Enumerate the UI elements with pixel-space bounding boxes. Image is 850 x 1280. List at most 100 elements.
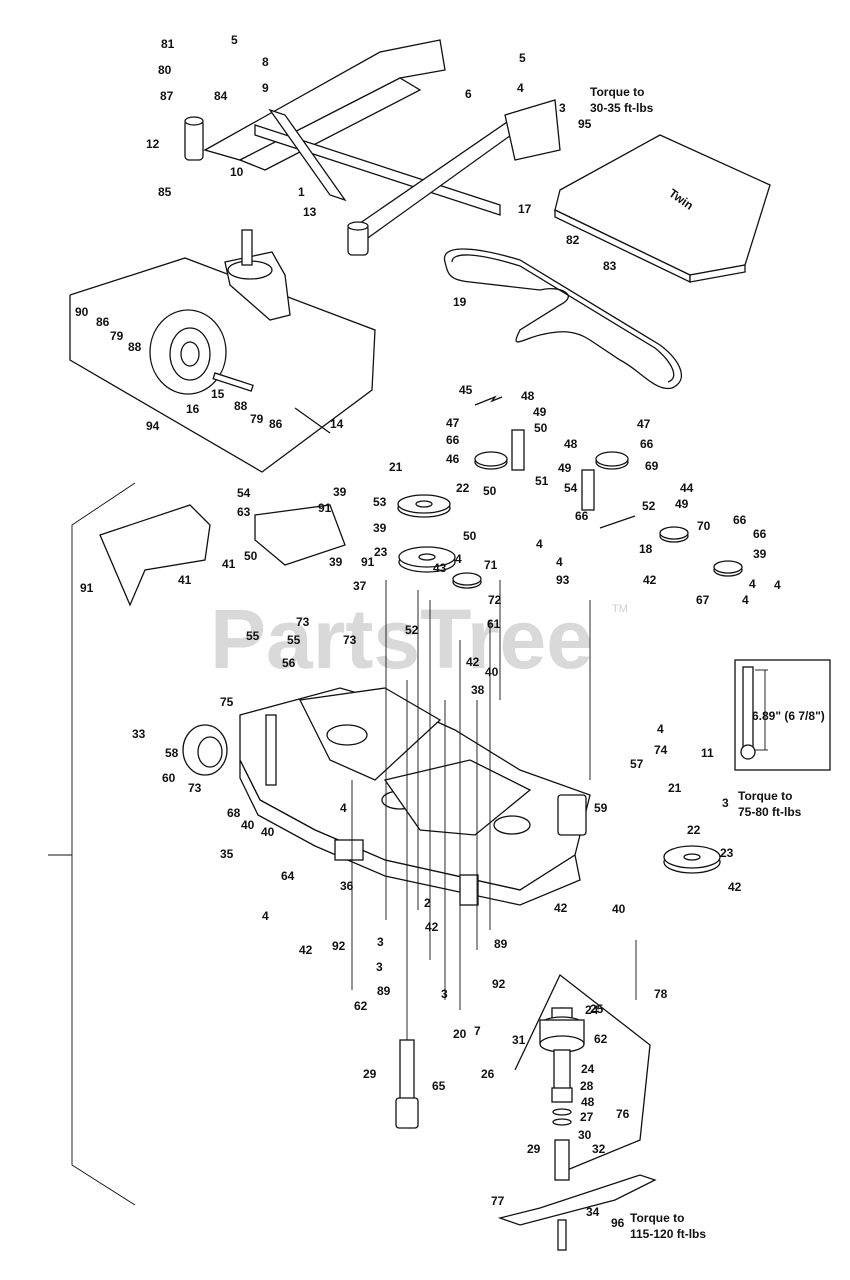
callout-85: 85	[158, 185, 172, 199]
callout-49: 49	[675, 497, 689, 511]
callout-88: 88	[128, 340, 142, 354]
svg-text:115-120 ft-lbs: 115-120 ft-lbs	[630, 1227, 706, 1241]
torque-note-1: Torque to 30-35 ft-lbs	[590, 85, 654, 115]
callout-31: 31	[512, 1033, 526, 1047]
callout-83: 83	[603, 259, 617, 273]
callout-57: 57	[630, 757, 644, 771]
caster-wheel-drawing	[69, 229, 376, 473]
callout-45: 45	[459, 383, 473, 397]
callout-18: 18	[639, 542, 653, 556]
callout-23: 23	[374, 545, 388, 559]
callout-63: 63	[237, 505, 251, 519]
callout-24: 24	[585, 1003, 599, 1017]
callout-27: 27	[580, 1110, 594, 1124]
callout-67: 67	[696, 593, 710, 607]
callout-86: 86	[96, 315, 110, 329]
callout-66: 66	[753, 527, 767, 541]
watermark-text: PartsTree	[210, 592, 593, 686]
callout-6: 6	[465, 87, 472, 101]
callout-96: 96	[611, 1216, 625, 1230]
callout-81: 81	[161, 37, 175, 51]
belt-drawing	[443, 248, 682, 390]
callout-62: 62	[594, 1032, 608, 1046]
callout-79: 79	[110, 329, 124, 343]
callout-55: 55	[246, 629, 260, 643]
callout-56: 56	[282, 656, 296, 670]
callout-3: 3	[559, 101, 566, 115]
callout-74: 74	[654, 743, 668, 757]
callout-29: 29	[527, 1142, 541, 1156]
callout-47: 47	[637, 417, 651, 431]
callout-70: 70	[697, 519, 711, 533]
callout-17: 17	[518, 202, 532, 216]
callout-23: 23	[720, 846, 734, 860]
callout-42: 42	[466, 655, 480, 669]
callout-72: 72	[488, 593, 502, 607]
callout-9: 9	[262, 81, 269, 95]
callout-20: 20	[453, 1027, 467, 1041]
pulley-drawings	[397, 395, 743, 874]
callout-42: 42	[425, 920, 439, 934]
deck-cover-drawing: Twin	[554, 134, 771, 284]
watermark-tm: TM	[612, 603, 628, 615]
front-frame-drawing	[184, 39, 561, 256]
callout-10: 10	[230, 165, 244, 179]
callout-54: 54	[564, 481, 578, 495]
callout-61: 61	[487, 617, 501, 631]
callout-4: 4	[517, 81, 524, 95]
callout-92: 92	[492, 977, 506, 991]
callout-52: 52	[405, 623, 419, 637]
callout-40: 40	[241, 818, 255, 832]
callout-42: 42	[643, 573, 657, 587]
callout-4: 4	[742, 593, 749, 607]
svg-text:Torque to: Torque to	[590, 85, 644, 99]
callout-60: 60	[162, 771, 176, 785]
callout-86: 86	[269, 417, 283, 431]
callout-59: 59	[594, 801, 608, 815]
callout-1: 1	[298, 185, 305, 199]
assembly-bracket	[71, 482, 136, 1206]
callout-33: 33	[132, 727, 146, 741]
callout-66: 66	[575, 509, 589, 523]
callout-28: 28	[580, 1079, 594, 1093]
callout-22: 22	[456, 481, 470, 495]
callout-68: 68	[227, 806, 241, 820]
callout-48: 48	[521, 389, 535, 403]
callout-66: 66	[446, 433, 460, 447]
belt-guard-drawings	[99, 504, 346, 607]
svg-text:75-80 ft-lbs: 75-80 ft-lbs	[738, 805, 802, 819]
callout-5: 5	[231, 33, 238, 47]
callout-43: 43	[433, 561, 447, 575]
callout-24: 24	[581, 1062, 595, 1076]
spindle-drawing	[395, 973, 657, 1251]
callout-4: 4	[340, 801, 347, 815]
callout-79: 79	[250, 412, 264, 426]
callout-21: 21	[389, 460, 403, 474]
torque-note-2: Torque to 75-80 ft-lbs	[738, 789, 802, 819]
callout-66: 66	[640, 437, 654, 451]
callout-16: 16	[186, 402, 200, 416]
inset-measurement: 6.89" (6 7/8")	[752, 709, 825, 723]
callout-91: 91	[318, 501, 332, 515]
callout-65: 65	[432, 1079, 446, 1093]
callout-40: 40	[485, 665, 499, 679]
callout-3: 3	[376, 960, 383, 974]
callout-35: 35	[220, 847, 234, 861]
callout-39: 39	[753, 547, 767, 561]
callout-91: 91	[80, 581, 94, 595]
callout-75: 75	[220, 695, 234, 709]
callout-41: 41	[178, 573, 192, 587]
callout-49: 49	[558, 461, 572, 475]
bolt-lines	[351, 580, 637, 1040]
callout-48: 48	[581, 1095, 595, 1109]
callout-66: 66	[733, 513, 747, 527]
callout-93: 93	[556, 573, 570, 587]
callout-92: 92	[332, 939, 346, 953]
callout-2: 2	[424, 896, 431, 910]
callout-12: 12	[146, 137, 160, 151]
callout-91: 91	[361, 555, 375, 569]
svg-text:Torque to: Torque to	[630, 1211, 684, 1225]
callout-42: 42	[554, 901, 568, 915]
callout-82: 82	[566, 233, 580, 247]
